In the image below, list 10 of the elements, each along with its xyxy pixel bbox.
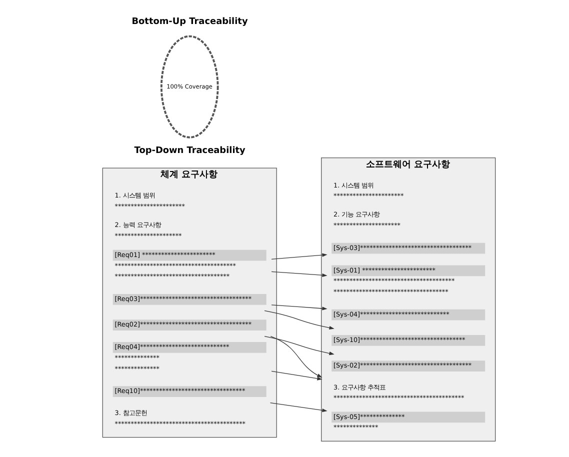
label: Top-Down Traceability: [134, 146, 245, 156]
arrow: [264, 336, 334, 356]
arrow: [270, 304, 327, 310]
label: Bottom-Up Traceability: [131, 16, 248, 27]
arrow: [264, 310, 334, 330]
arrow: [269, 402, 327, 412]
arrow: [270, 370, 322, 380]
arrow: [270, 271, 327, 278]
arrow: [270, 336, 322, 378]
arrow: [270, 253, 327, 260]
